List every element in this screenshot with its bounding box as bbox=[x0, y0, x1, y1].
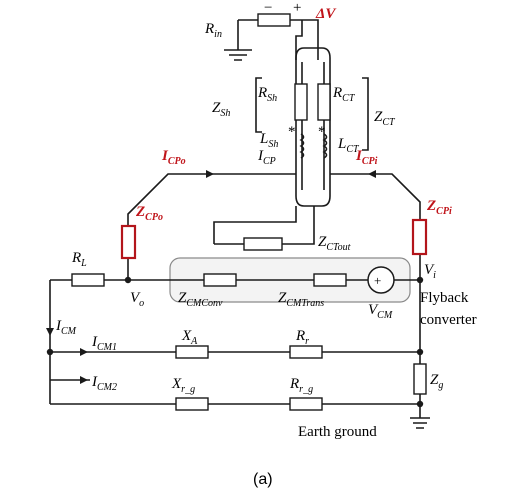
rin-resistor bbox=[257, 13, 291, 27]
earth-ground-symbol bbox=[410, 404, 430, 429]
dot-mark-lsh: * bbox=[288, 124, 296, 140]
arrow-icpi bbox=[368, 170, 376, 178]
minus-sign: − bbox=[264, 0, 272, 16]
icm2-label: ICM2 bbox=[91, 374, 117, 393]
zsh-label: ZSh bbox=[212, 100, 230, 119]
node-cm1-left bbox=[46, 348, 54, 356]
lsh-label: LSh bbox=[259, 131, 278, 150]
rl-resistor bbox=[71, 273, 105, 287]
zcmtrans-resistor bbox=[313, 273, 347, 287]
xrg-resistor bbox=[175, 397, 209, 411]
rl-label: RL bbox=[71, 250, 87, 269]
zcpo-label: ZCPo bbox=[135, 204, 163, 223]
vcm-source-plus: + bbox=[374, 273, 381, 288]
zctout-label: ZCTout bbox=[318, 234, 351, 253]
rct-resistor bbox=[317, 83, 331, 121]
lct-inductor bbox=[322, 133, 328, 159]
zg-label: Zg bbox=[430, 372, 443, 391]
arrow-icm bbox=[46, 328, 54, 336]
icpo-label: ICPo bbox=[161, 148, 186, 167]
icp-label: ICP bbox=[257, 148, 276, 167]
xa-label: XA bbox=[181, 328, 198, 347]
zcmtrans-label: ZCMTrans bbox=[278, 290, 324, 309]
vi-label: Vi bbox=[424, 262, 436, 281]
vcm-label: VCM bbox=[368, 302, 393, 321]
rr-label: Rr bbox=[295, 328, 309, 347]
rrg-label: Rr_g bbox=[289, 376, 313, 395]
node-vo bbox=[124, 276, 132, 284]
zsh-bracket bbox=[255, 77, 262, 133]
dot-mark-lct: * bbox=[318, 124, 326, 140]
rsh-label: RSh bbox=[257, 85, 277, 104]
rr-resistor bbox=[289, 345, 323, 359]
lct-label: LCT bbox=[337, 136, 360, 155]
zct-bracket bbox=[362, 77, 369, 151]
main-line: + bbox=[50, 266, 424, 294]
zctout-resistor bbox=[243, 237, 283, 251]
zcpo-impedance bbox=[120, 224, 137, 260]
zcpi-label: ZCPi bbox=[426, 198, 452, 217]
icm1-label: ICM1 bbox=[91, 334, 117, 353]
zcmconv-resistor bbox=[203, 273, 237, 287]
delta-v-label: ΔV bbox=[315, 6, 337, 22]
coupling-wires bbox=[127, 170, 421, 280]
rin-label: Rin bbox=[204, 21, 222, 40]
arrow-icm1 bbox=[80, 348, 88, 356]
flyback-text: Flyback bbox=[420, 290, 469, 306]
icm-label: ICM bbox=[55, 318, 77, 337]
figure-caption: (a) bbox=[253, 471, 273, 488]
zg-resistor bbox=[413, 363, 427, 395]
ground-symbol-top bbox=[224, 49, 252, 61]
rrg-resistor bbox=[289, 397, 323, 411]
vcm-source bbox=[367, 266, 395, 294]
arrow-icpo bbox=[206, 170, 214, 178]
zct-label: ZCT bbox=[374, 109, 396, 128]
lsh-inductor bbox=[299, 133, 305, 159]
icpi-label: ICPi bbox=[355, 148, 378, 167]
zcpi-impedance bbox=[411, 218, 428, 256]
cm-return-paths bbox=[46, 280, 430, 429]
zcmconv-label: ZCMConv bbox=[178, 290, 223, 309]
xrg-label: Xr_g bbox=[171, 376, 195, 395]
vo-label: Vo bbox=[130, 290, 144, 309]
rct-label: RCT bbox=[332, 85, 356, 104]
converter-text: converter bbox=[420, 312, 477, 328]
earth-ground-label: Earth ground bbox=[298, 424, 377, 440]
rsh-resistor bbox=[294, 83, 308, 121]
xa-resistor bbox=[175, 345, 209, 359]
node-cm1-right bbox=[416, 348, 424, 356]
plus-sign: + bbox=[293, 0, 301, 16]
ct-block bbox=[255, 47, 369, 207]
rin-branch bbox=[224, 13, 319, 61]
